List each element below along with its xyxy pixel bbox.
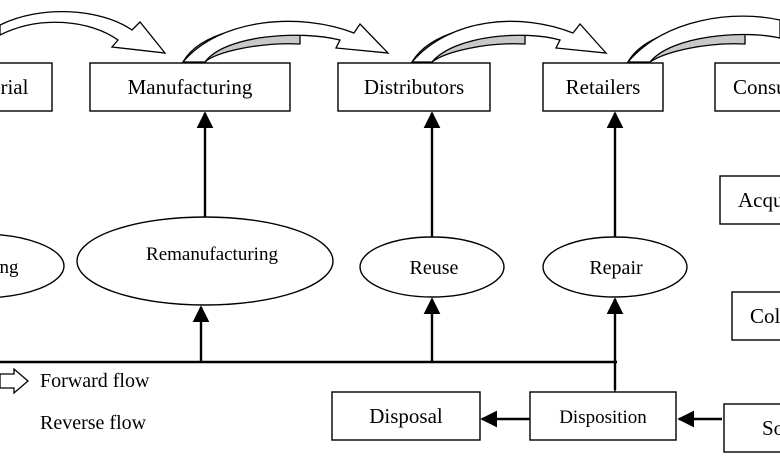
- acquisition-label: Acquisition: [738, 188, 780, 212]
- flow-arc-manufacturing-to-distributors: [181, 20, 390, 63]
- disposal-box: Disposal: [331, 391, 481, 441]
- repair-ellipse: Repair: [542, 236, 688, 298]
- distributors-box: Distributors: [337, 62, 491, 112]
- retailers-label: Retailers: [566, 75, 641, 99]
- disposition-label: Disposition: [559, 407, 647, 428]
- disposition-box: Disposition: [529, 391, 677, 441]
- raw-material-label: Raw Material: [0, 75, 29, 99]
- remanufacturing-label: Remanufacturing: [146, 244, 278, 265]
- raw-material-box: Raw Material: [0, 62, 53, 112]
- consumers-label: Consumers: [733, 75, 780, 99]
- manufacturing-label: Manufacturing: [128, 75, 253, 99]
- reuse-ellipse: Reuse: [359, 236, 505, 298]
- sorting-label: Sorting: [762, 416, 780, 440]
- reuse-label: Reuse: [410, 257, 459, 279]
- manufacturing-box: Manufacturing: [89, 62, 291, 112]
- legend: Forward flow Reverse flow: [0, 367, 150, 434]
- repair-label: Repair: [589, 257, 643, 279]
- collection-label: Collection: [750, 304, 780, 328]
- flow-arc-distributors-to-retailers: [410, 20, 608, 63]
- sorting-box: Sorting: [723, 403, 780, 453]
- forward-flow-label: Forward flow: [40, 370, 150, 392]
- reverse-flow-label: Reverse flow: [40, 412, 147, 434]
- consumers-box: Consumers: [714, 62, 780, 112]
- remanufacturing-ellipse: Remanufacturing: [76, 216, 334, 306]
- distributors-label: Distributors: [364, 75, 464, 99]
- disposal-label: Disposal: [369, 404, 443, 428]
- acquisition-box: Acquisition: [719, 175, 780, 225]
- collection-box: Collection: [731, 291, 780, 341]
- flow-arc-retailers-to-consumers: [626, 15, 780, 63]
- forward-flow-swatch-icon: [0, 367, 29, 395]
- flow-arc-rawmaterial-to-manufacturing: [0, 11, 167, 54]
- recycling-ellipse: Recycling: [0, 234, 65, 298]
- retailers-box: Retailers: [542, 62, 664, 112]
- recycling-label: Recycling: [0, 257, 19, 278]
